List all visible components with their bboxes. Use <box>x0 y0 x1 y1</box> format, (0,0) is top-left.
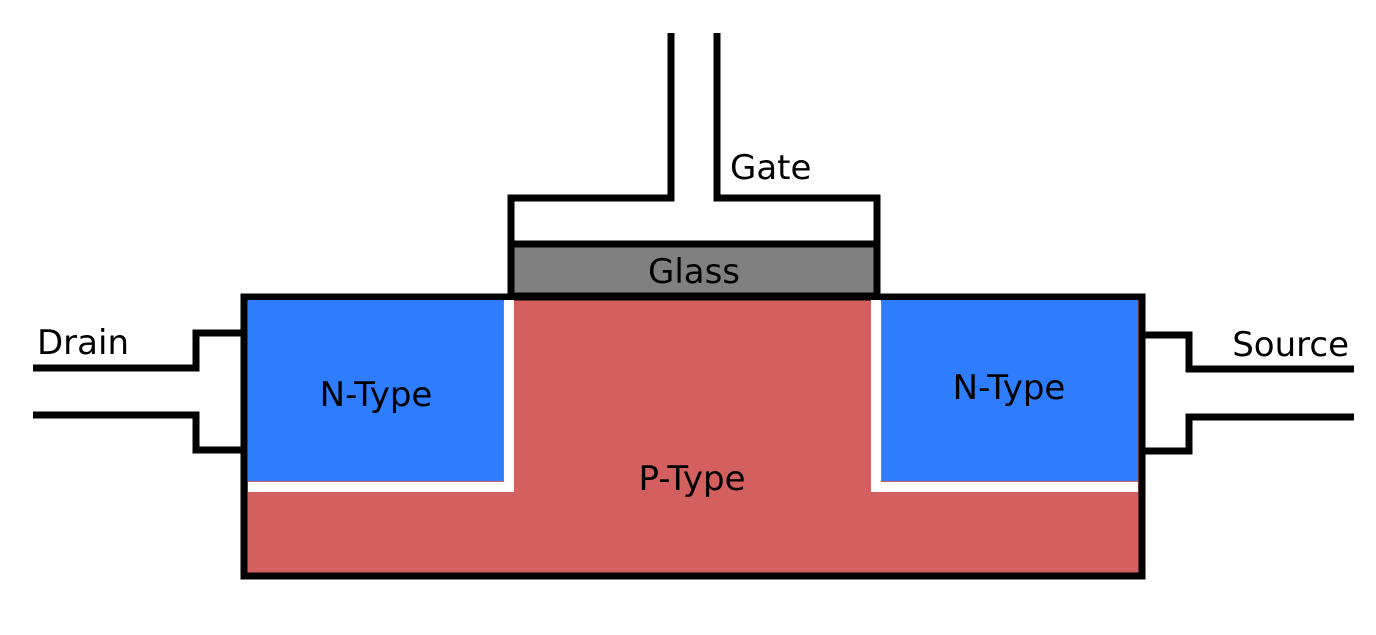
gate-electrode <box>507 33 881 244</box>
n-type-left-label: N-Type <box>320 375 433 415</box>
drain-label: Drain <box>37 323 129 363</box>
n-type-right-label: N-Type <box>953 368 1066 408</box>
glass-layer <box>507 240 881 300</box>
drain-terminal-lower-wire <box>33 411 244 454</box>
drain-terminal-upper-wire <box>33 329 244 372</box>
n-type-left-region <box>248 300 503 481</box>
gate-label: Gate <box>730 148 811 188</box>
glass-label: Glass <box>648 252 740 292</box>
right-well-boundary <box>871 300 1138 492</box>
n-type-right-region <box>882 300 1138 481</box>
source-terminal-upper-wire <box>1142 331 1354 373</box>
source-label: Source <box>1232 325 1349 365</box>
source-terminal-lower-wire <box>1142 413 1354 455</box>
p-type-label: P-Type <box>639 459 746 499</box>
left-well-boundary <box>248 300 514 492</box>
